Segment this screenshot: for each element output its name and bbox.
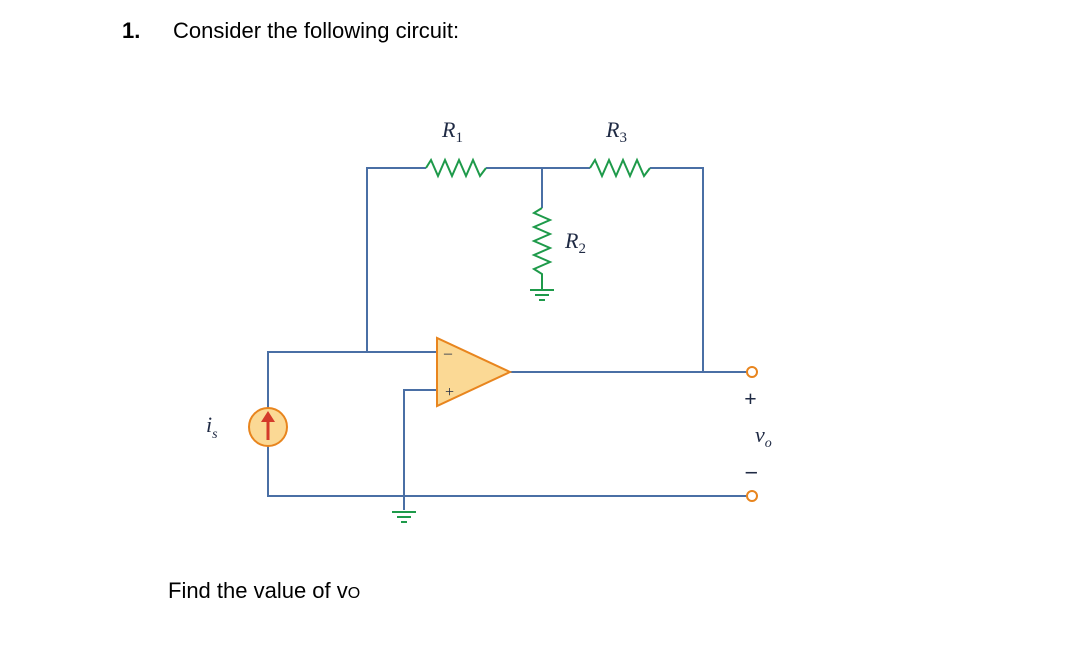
output-terminal-minus xyxy=(746,490,758,502)
question-ask: Find the value of v xyxy=(168,578,348,603)
resistor-r1 xyxy=(425,157,487,179)
resistor-r2 xyxy=(531,207,553,290)
label-is: is xyxy=(206,412,218,442)
label-r1: R1 xyxy=(441,117,463,146)
circuit-wires xyxy=(267,167,748,510)
question-ask-subscript: O xyxy=(347,585,361,602)
question-footer: Find the value of vO xyxy=(168,578,360,604)
ground-opamp xyxy=(392,511,416,523)
opamp-triangle xyxy=(436,336,513,408)
label-output-plus: + xyxy=(744,386,757,411)
label-vo: vo xyxy=(755,422,772,451)
output-terminal-plus xyxy=(746,366,758,378)
label-r3: R3 xyxy=(605,117,627,146)
label-output-minus: – xyxy=(745,458,757,483)
opamp-plus-label: + xyxy=(444,384,455,401)
question-number: 1. xyxy=(122,18,141,43)
current-source-arrow-icon xyxy=(261,411,275,440)
label-r2: R2 xyxy=(564,228,586,257)
resistor-r3 xyxy=(589,157,651,179)
question-prompt: Consider the following circuit: xyxy=(173,18,460,43)
ground-r2 xyxy=(530,289,554,301)
opamp-minus-label: – xyxy=(443,345,453,362)
